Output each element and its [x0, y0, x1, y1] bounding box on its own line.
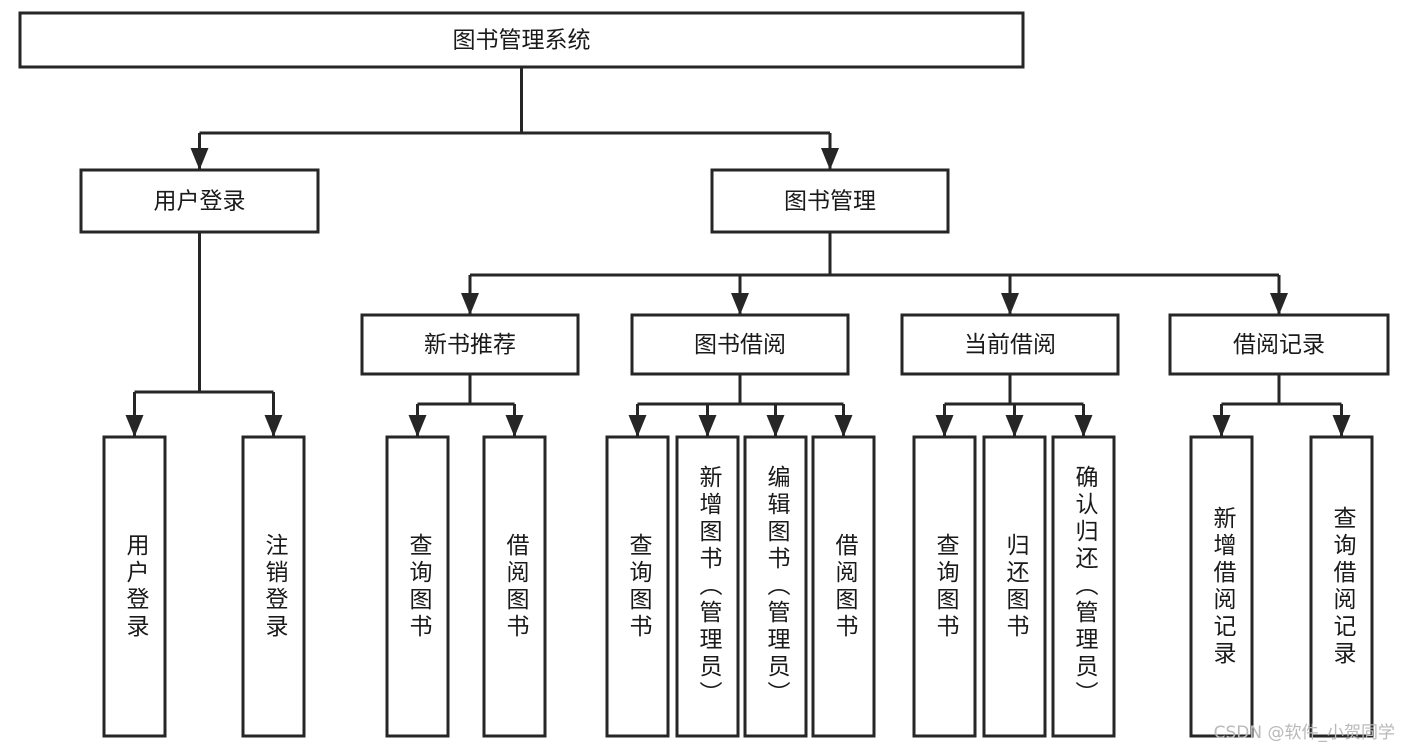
node-root-label: 图书管理系统 [453, 28, 591, 54]
node-leaf-logout[interactable] [241, 435, 306, 738]
node-borrow-record-label: 借阅记录 [1233, 332, 1325, 358]
node-book-manage-label: 图书管理 [784, 189, 876, 215]
node-leaf-add-book[interactable] [675, 435, 740, 738]
arrow-head-icon [1005, 415, 1024, 437]
node-book-borrow[interactable] [630, 313, 850, 376]
node-new-book-recommend-label: 新书推荐 [424, 332, 516, 358]
arrow-head-icon [408, 415, 427, 437]
arrow-head-icon [731, 293, 749, 315]
node-leaf-borrow-book-1[interactable] [482, 435, 547, 738]
arrow-head-icon [461, 293, 479, 315]
arrow-head-icon [125, 415, 144, 437]
node-leaf-query-book-1[interactable] [385, 435, 450, 738]
node-book-borrow-label: 图书借阅 [694, 332, 786, 358]
node-leaf-return-book[interactable] [982, 435, 1047, 738]
arrow-head-icon [190, 148, 209, 170]
node-borrow-record[interactable] [1168, 313, 1390, 376]
arrow-head-icon [766, 415, 785, 437]
node-user-login[interactable] [79, 168, 320, 234]
node-leaf-edit-book[interactable] [743, 435, 808, 738]
arrow-head-icon [1212, 415, 1231, 437]
arrow-head-icon [1001, 293, 1019, 315]
node-leaf-query-borrow-record[interactable] [1309, 435, 1374, 738]
arrow-head-icon [698, 415, 717, 437]
node-current-borrow[interactable] [900, 313, 1120, 376]
node-leaf-confirm-return[interactable] [1051, 435, 1116, 738]
arrow-head-icon [1074, 415, 1093, 437]
arrow-head-icon [821, 148, 839, 170]
node-leaf-add-borrow-record[interactable] [1189, 435, 1254, 738]
node-root[interactable] [18, 11, 1025, 69]
arrow-head-icon [935, 415, 954, 437]
arrow-head-icon [505, 415, 524, 437]
watermark-text: CSDN @软件_小贺同学 [1213, 723, 1395, 743]
arrow-head-icon [1270, 293, 1288, 315]
arrow-head-icon [834, 415, 853, 437]
node-current-borrow-label: 当前借阅 [964, 332, 1056, 358]
node-leaf-borrow-book-2[interactable] [811, 435, 876, 738]
node-leaf-user-login[interactable] [102, 435, 167, 738]
node-leaf-query-book-2[interactable] [605, 435, 670, 738]
node-leaf-query-book-3[interactable] [912, 435, 977, 738]
node-user-login-label: 用户登录 [154, 189, 246, 215]
arrow-head-icon [264, 415, 283, 437]
node-book-manage[interactable] [710, 168, 950, 234]
node-box-group [18, 11, 1390, 738]
node-new-book-recommend[interactable] [360, 313, 580, 376]
arrow-head-icon [1332, 415, 1351, 437]
arrow-head-icon [628, 415, 647, 437]
connector-group [125, 67, 1351, 437]
